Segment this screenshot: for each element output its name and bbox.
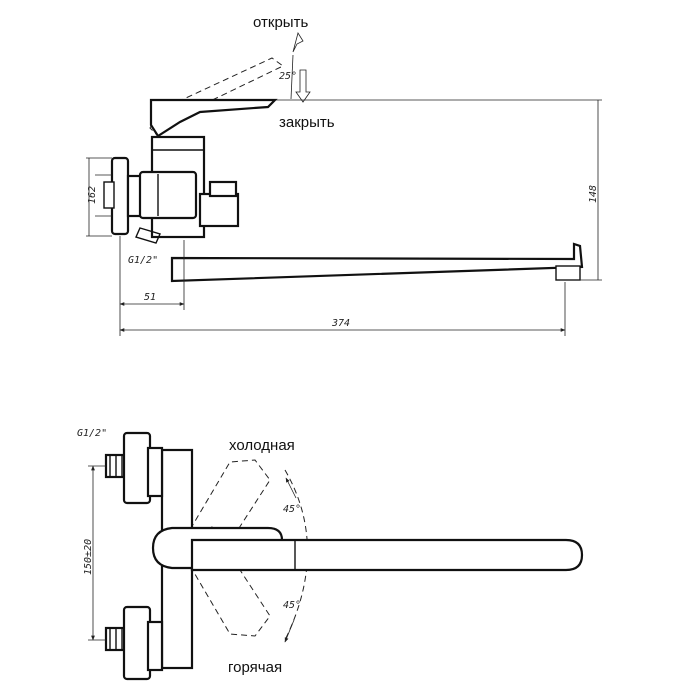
label-cold: холодная [229,437,295,454]
label-open: открыть [253,14,308,31]
thread-label-top: G1/2" [77,428,107,439]
angle-label: 25° [279,71,297,82]
spout [170,242,584,283]
thread-label-side: G1/2" [128,255,158,266]
side-view: открыть закрыть 25° G1/2" [86,14,602,336]
label-close: закрыть [279,114,335,131]
dim-offset-51: 51 [144,292,156,303]
dim-length-374: 374 [331,318,350,329]
cold-rotation-arrow [285,477,297,499]
angle-lower: 45° [283,600,301,611]
dim-height-162: 162 [87,186,98,204]
close-direction-arrow [295,69,311,103]
label-hot: горячая [228,659,282,676]
lever-closed [149,98,278,138]
open-direction-arrow [292,32,304,53]
top-view: холодная горячая G1/2" 45° 45° [77,428,584,681]
angle-upper: 45° [283,504,301,515]
hot-rotation-arrow [284,619,295,643]
upper-flange [122,431,152,505]
dim-height-148: 148 [588,185,599,203]
dim-spacing: 150±20 [83,539,94,575]
diverter-knob [198,192,240,228]
lower-flange [122,605,152,681]
spout-top [190,538,584,572]
